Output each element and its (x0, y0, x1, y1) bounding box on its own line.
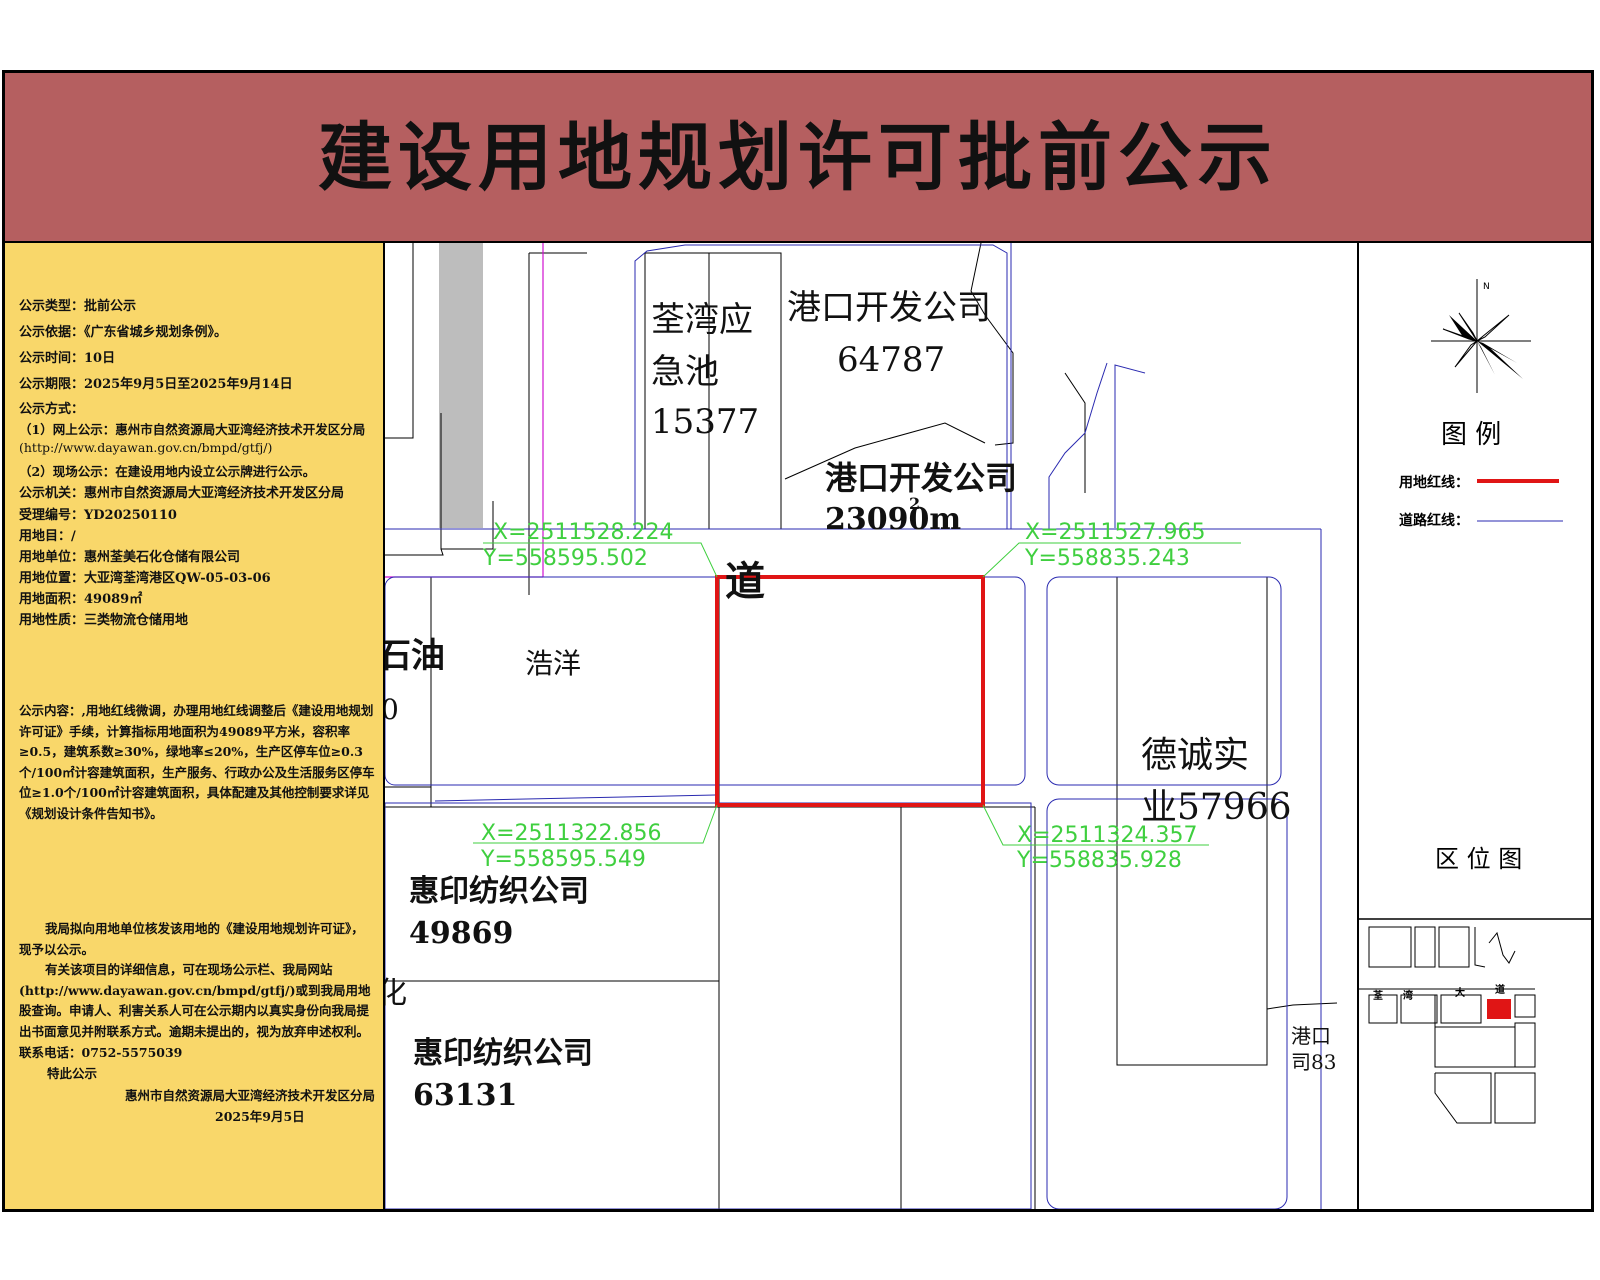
info-land-item: 用地目：/ (19, 529, 76, 544)
page-title: 建设用地规划许可批前公示 (318, 115, 1278, 201)
legend-drawing: N 图 例 用地红线： 道路红线： 区 位 图 (1359, 279, 1591, 1124)
label-shiyou: 石油 (385, 636, 445, 676)
legend-land-line-label: 用地红线： (1399, 474, 1469, 491)
info-details: 有关该项目的详细信息，可在现场公示栏、我局网站(http://www.dayaw… (19, 962, 371, 1039)
location-road-label-1: 荃 (1373, 989, 1383, 1002)
label-huiyin1-name: 惠印纺织公司 (409, 874, 589, 909)
parcel-labels: 荃湾应 急池 15377 港口开发公司 64787 港口开发公司 23090m … (376, 288, 1336, 1113)
label-haoyang: 浩洋 (525, 647, 581, 680)
info-land-area: 用地面积：49089㎡ (19, 592, 143, 607)
label-gangkou1-num: 64787 (837, 340, 945, 380)
info-period: 公示期限：2025年9月5日至2025年9月14日 (19, 377, 293, 392)
coord-sw-y: Y=558595.549 (480, 847, 646, 872)
info-case-number: 受理编号：YD20250110 (19, 508, 177, 523)
legend-panel: N 图 例 用地红线： 道路红线： 区 位 图 (1357, 243, 1591, 1209)
location-map-title: 区 位 图 (1435, 845, 1522, 873)
title-bar: 建设用地规划许可批前公示 (5, 73, 1591, 243)
label-gangkou2-sup: 2 (909, 494, 920, 513)
label-decheng-2: 业57966 (1141, 787, 1292, 828)
info-method-online: （1）网上公示：惠州市自然资源局大亚湾经济技术开发区分局 (19, 422, 366, 437)
location-road-label-3: 大 (1455, 986, 1465, 999)
info-notice: 我局拟向用地单位核发该用地的《建设用地规划许可证》，现予以公示。 (19, 921, 364, 957)
info-method-url: (http://www.dayawan.gov.cn/bmpd/gtfj/) (19, 440, 273, 455)
land-red-line (715, 575, 985, 807)
label-huiyin2-num: 63131 (413, 1078, 517, 1113)
location-road-label-2: 湾 (1403, 989, 1413, 1002)
label-gangkou2-name: 港口开发公司 (825, 459, 1017, 497)
coordinate-leaders (473, 542, 1241, 846)
info-date: 2025年9月5日 (215, 1109, 305, 1124)
location-site-marker (1487, 999, 1511, 1019)
label-gangkou3-1: 港口 (1291, 1024, 1331, 1048)
label-gangkou3-2: 司83 (1291, 1050, 1336, 1074)
label-zero: 0 (385, 693, 399, 726)
info-land-nature: 用地性质：三类物流仓储用地 (19, 613, 189, 628)
legend-title: 图 例 (1441, 420, 1501, 450)
location-mini-map (1359, 926, 1536, 1124)
label-hua: 化 (385, 976, 407, 1011)
info-land-location: 用地位置：大亚湾荃湾港区QW-05-03-06 (19, 571, 271, 586)
label-quanwan-pool-1: 荃湾应 (651, 300, 753, 340)
site-map: X=2511528.224 Y=558595.502 X=2511527.965… (376, 242, 1357, 1209)
info-method-onsite: （2）现场公示：在建设用地内设立公示牌进行公示。 (19, 464, 316, 479)
info-method: 公示方式： (19, 402, 85, 417)
label-decheng-1: 德诚实 (1141, 735, 1249, 776)
coord-nw-x: X=2511528.224 (493, 520, 673, 545)
grey-strip (439, 243, 483, 528)
coord-nw-y: Y=558595.502 (482, 546, 648, 571)
label-huiyin1-num: 49869 (409, 916, 513, 951)
info-issuer: 惠州市自然资源局大亚湾经济技术开发区分局 (125, 1088, 376, 1103)
label-huiyin2-name: 惠印纺织公司 (413, 1036, 593, 1071)
coord-se-y: Y=558835.928 (1016, 848, 1182, 873)
notice-frame: 建设用地规划许可批前公示 公示类型：批前公示 公示依据：《广东省城乡规划条例》。… (2, 70, 1594, 1212)
label-gangkou2-num: 23090m (825, 502, 961, 537)
coord-ne-y: Y=558835.243 (1024, 546, 1190, 571)
location-road-labels: 荃 湾 大 道 (1373, 983, 1505, 1002)
info-panel: 公示类型：批前公示 公示依据：《广东省城乡规划条例》。 公示时间：10日 公示期… (5, 243, 385, 1209)
coord-sw-x: X=2511322.856 (481, 821, 661, 846)
location-road-label-4: 道 (1495, 983, 1505, 996)
label-road: 道 (725, 558, 765, 605)
info-special: 特此公示 (47, 1066, 98, 1081)
info-phone: 联系电话：0752-5575039 (19, 1045, 183, 1060)
label-quanwan-pool-2: 急池 (651, 352, 719, 392)
info-basis: 公示依据：《广东省城乡规划条例》。 (19, 325, 228, 340)
north-label: N (1483, 282, 1490, 292)
info-content: 公示内容：,用地红线微调，办理用地红线调整后《建设用地规划许可证》手续，计算指标… (19, 703, 375, 821)
label-quanwan-pool-3: 15377 (651, 402, 759, 442)
road-boundaries (384, 243, 1322, 1209)
label-gangkou1-name: 港口开发公司 (787, 288, 991, 328)
coordinate-labels: X=2511528.224 Y=558595.502 X=2511527.965… (480, 520, 1205, 873)
info-type: 公示类型：批前公示 (19, 299, 137, 314)
coord-se-x: X=2511324.357 (1017, 823, 1197, 848)
north-arrow-icon (1431, 279, 1531, 393)
info-authority: 公示机关：惠州市自然资源局大亚湾经济技术开发区分局 (19, 486, 345, 501)
info-land-unit: 用地单位：惠州荃美石化仓储有限公司 (19, 550, 241, 565)
legend-road-line-label: 道路红线： (1399, 512, 1469, 529)
site-map-drawing: X=2511528.224 Y=558595.502 X=2511527.965… (376, 242, 1338, 1209)
info-duration: 公示时间：10日 (19, 351, 116, 366)
coord-ne-x: X=2511527.965 (1025, 520, 1205, 545)
